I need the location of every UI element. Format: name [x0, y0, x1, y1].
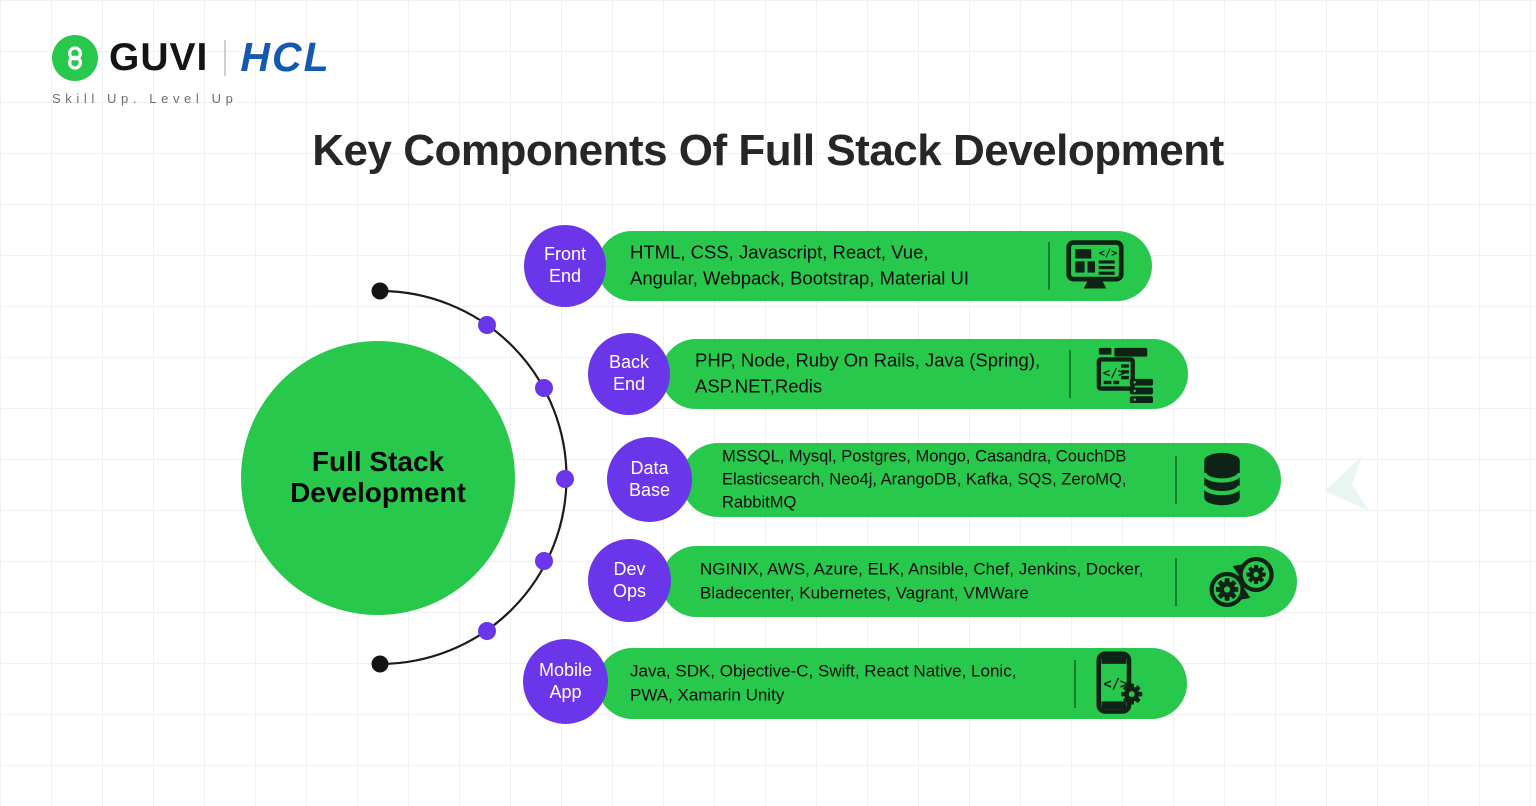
- mobile-label-circle: Mobile App: [523, 639, 608, 724]
- svg-text:</>: </>: [1103, 676, 1128, 692]
- arc-endpoint-dot-bottom: [371, 655, 389, 673]
- guvi-logo-icon: [52, 34, 98, 81]
- backend-bar-divider: [1069, 350, 1071, 398]
- mobile-gear-icon: </>: [1091, 650, 1145, 717]
- full-stack-hub-circle: Full Stack Development: [241, 341, 515, 615]
- frontend-label: Front End: [543, 244, 586, 286]
- database-icon: [1201, 452, 1243, 508]
- logo-divider: [224, 39, 227, 76]
- frontend-bar: HTML, CSS, Javascript, React, Vue, Angul…: [597, 231, 1152, 301]
- mobile-bar-divider: [1074, 659, 1076, 708]
- devops-bar-divider: [1175, 557, 1177, 606]
- monitor-code-icon: </>: [1065, 239, 1125, 293]
- server-code-icon: </>: [1095, 344, 1155, 404]
- backend-label: Back End: [608, 352, 650, 394]
- frontend-bar-divider: [1048, 242, 1050, 290]
- arc-node-dot-backend: [535, 379, 553, 397]
- arc-node-dot-frontend: [478, 316, 496, 334]
- devops-label-circle: Dev Ops: [588, 539, 671, 622]
- guvi-loop-glyph: [67, 45, 83, 70]
- mobile-label: Mobile App: [538, 659, 593, 702]
- guvi-wordmark: GUVI: [109, 35, 209, 79]
- hub-label: Full Stack Development: [290, 446, 466, 508]
- backend-bar: PHP, Node, Ruby On Rails, Java (Spring),…: [661, 339, 1188, 409]
- devops-technologies: NGINIX, AWS, Azure, ELK, Ansible, Chef, …: [700, 558, 1144, 603]
- devops-label: Dev Ops: [612, 558, 646, 601]
- backend-technologies: PHP, Node, Ruby On Rails, Java (Spring),…: [695, 349, 1041, 397]
- page-title: Key Components Of Full Stack Development: [312, 126, 1224, 175]
- gears-sync-icon: [1199, 550, 1287, 614]
- arc-node-dot-database: [556, 470, 574, 488]
- devops-bar: NGINIX, AWS, Azure, ELK, Ansible, Chef, …: [661, 546, 1297, 617]
- backend-label-circle: Back End: [588, 333, 670, 415]
- database-technologies: MSSQL, Mysql, Postgres, Mongo, Casandra,…: [722, 447, 1127, 512]
- mobile-bar: Java, SDK, Objective-C, Swift, React Nat…: [597, 648, 1187, 719]
- frontend-technologies: HTML, CSS, Javascript, React, Vue, Angul…: [630, 241, 969, 289]
- svg-text:</>: </>: [1099, 248, 1118, 260]
- brand-logos: GUVI HCL: [52, 34, 331, 81]
- brand-header: GUVI HCL Skill Up. Level Up: [52, 34, 331, 106]
- database-bar-divider: [1175, 456, 1177, 504]
- database-label: Data Base: [628, 457, 671, 500]
- mobile-technologies: Java, SDK, Objective-C, Swift, React Nat…: [630, 660, 1017, 705]
- database-label-circle: Data Base: [607, 437, 692, 522]
- arc-endpoint-dot-top: [371, 282, 389, 300]
- svg-text:</>: </>: [1103, 365, 1126, 380]
- brand-tagline: Skill Up. Level Up: [52, 91, 238, 106]
- frontend-label-circle: Front End: [524, 225, 606, 307]
- arc-node-dot-mobile: [478, 622, 496, 640]
- arc-node-dot-devops: [535, 552, 553, 570]
- database-bar: MSSQL, Mysql, Postgres, Mongo, Casandra,…: [681, 443, 1281, 517]
- hcl-wordmark: HCL: [240, 34, 331, 80]
